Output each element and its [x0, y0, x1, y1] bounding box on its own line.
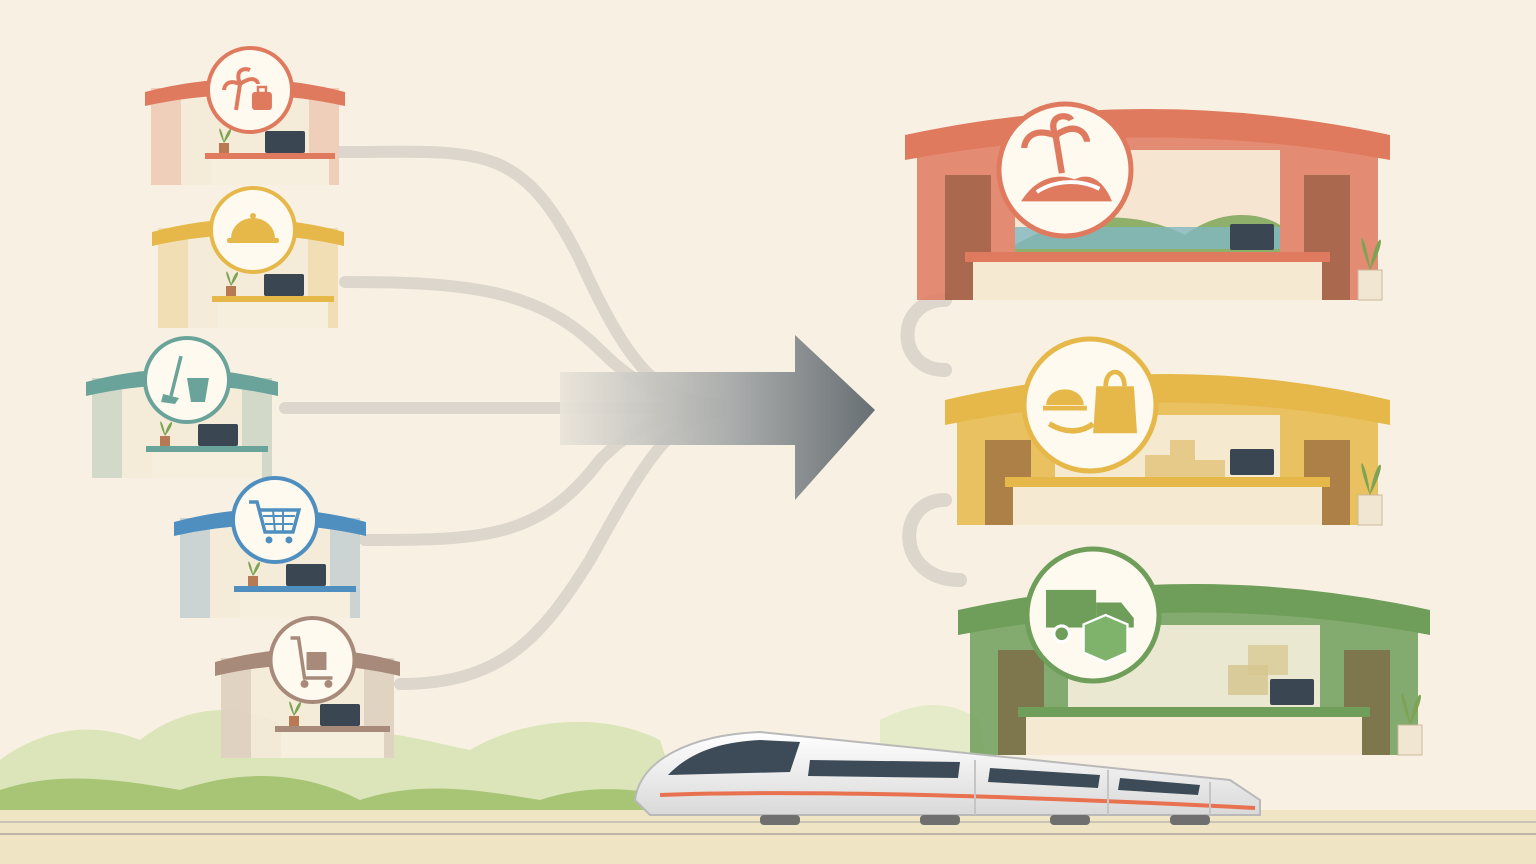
- kiosk-shopping: [174, 476, 366, 618]
- tray-bag-icon: [1021, 336, 1159, 474]
- monitor-icon: [286, 564, 326, 586]
- monitor-icon: [198, 424, 238, 446]
- monitor-icon: [320, 704, 360, 726]
- large-stations: [905, 101, 1430, 756]
- plant-icon: [219, 128, 232, 153]
- merge-arrow-icon: [560, 335, 875, 500]
- palm-luggage-icon: [206, 46, 294, 134]
- station-food-shopping-hub: [945, 336, 1390, 526]
- palm-train-icon: [996, 101, 1134, 239]
- shopping-cart-icon: [231, 476, 319, 564]
- kiosk-food: [152, 186, 344, 328]
- plant-icon: [226, 271, 239, 296]
- truck-box-icon: [1024, 546, 1162, 684]
- kiosk-cleaning: [86, 336, 278, 478]
- connector-moving: [394, 406, 726, 690]
- monitor-icon: [1230, 449, 1274, 475]
- monitor-icon: [1270, 679, 1314, 705]
- monitor-icon: [265, 131, 305, 153]
- hand-truck-icon: [268, 616, 357, 704]
- monitor-icon: [264, 274, 304, 296]
- station-travel-hub: [905, 101, 1390, 301]
- plant-icon: [1397, 693, 1423, 756]
- mop-bucket-icon: [143, 336, 231, 424]
- plant-icon: [248, 561, 261, 586]
- plant-icon: [289, 701, 302, 726]
- cloche-icon: [209, 186, 297, 274]
- plant-icon: [1357, 463, 1383, 526]
- kiosk-moving: [215, 616, 400, 758]
- bullet-train-icon: [633, 730, 1261, 825]
- kiosk-travel: [145, 46, 345, 185]
- station-logistics-hub: [958, 546, 1430, 756]
- plant-icon: [160, 421, 173, 446]
- small-kiosks: [86, 46, 400, 758]
- plant-icon: [1357, 238, 1383, 301]
- monitor-icon: [1230, 224, 1274, 250]
- station-connectors: [900, 293, 967, 587]
